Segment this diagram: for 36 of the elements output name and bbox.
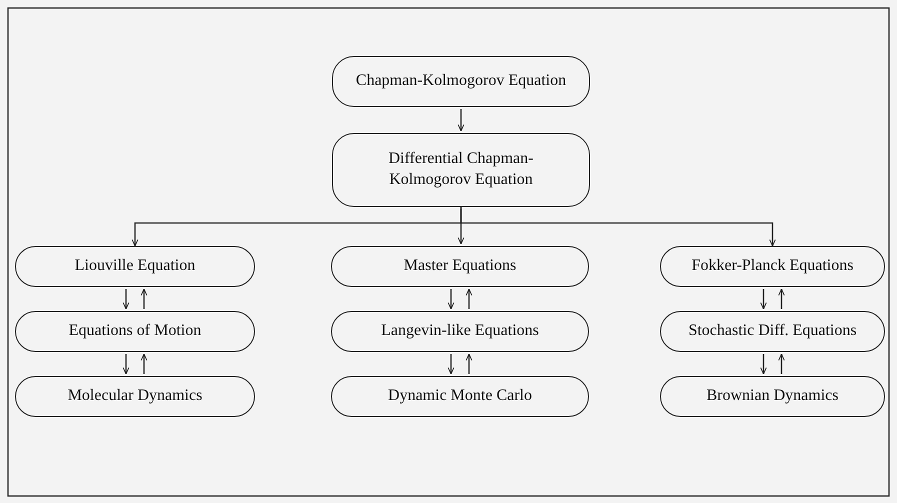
node-label: Master Equations	[404, 256, 516, 276]
rounded-box	[660, 311, 885, 352]
arrow	[760, 354, 767, 374]
rounded-box	[15, 246, 255, 287]
arrow	[122, 354, 130, 374]
node-label: Langevin-like Equations	[381, 321, 539, 342]
node-label: Differential Chapman-Kolmogorov Equation	[388, 149, 534, 190]
rounded-box	[15, 311, 255, 352]
arrow	[778, 288, 785, 309]
rounded-box	[660, 246, 885, 287]
arrow	[760, 289, 767, 310]
rounded-box	[331, 376, 589, 417]
node-label: Chapman-Kolmogorov Equation	[356, 71, 566, 92]
arrow	[140, 288, 148, 309]
node-label: Dynamic Monte Carlo	[388, 386, 532, 406]
arrow	[140, 354, 148, 374]
rounded-box	[332, 56, 590, 107]
rounded-box	[660, 376, 885, 417]
node-label: Fokker-Planck Equations	[692, 256, 854, 276]
rounded-box	[15, 376, 255, 417]
node-label: Brownian Dynamics	[706, 386, 838, 406]
arrow	[122, 289, 130, 310]
arrow	[466, 354, 472, 374]
rounded-box	[332, 133, 590, 207]
arrow	[448, 289, 454, 310]
arrow	[466, 288, 472, 309]
arrow	[448, 354, 454, 374]
rounded-box	[331, 311, 589, 352]
arrow	[460, 207, 776, 246]
node-label: Stochastic Diff. Equations	[688, 321, 857, 342]
node-label: Liouville Equation	[74, 256, 196, 276]
arrow	[458, 109, 464, 132]
arrow	[778, 354, 785, 374]
node-label: Equations of Motion	[68, 321, 202, 342]
rounded-box	[331, 246, 589, 287]
node-label: Molecular Dynamics	[68, 386, 202, 406]
